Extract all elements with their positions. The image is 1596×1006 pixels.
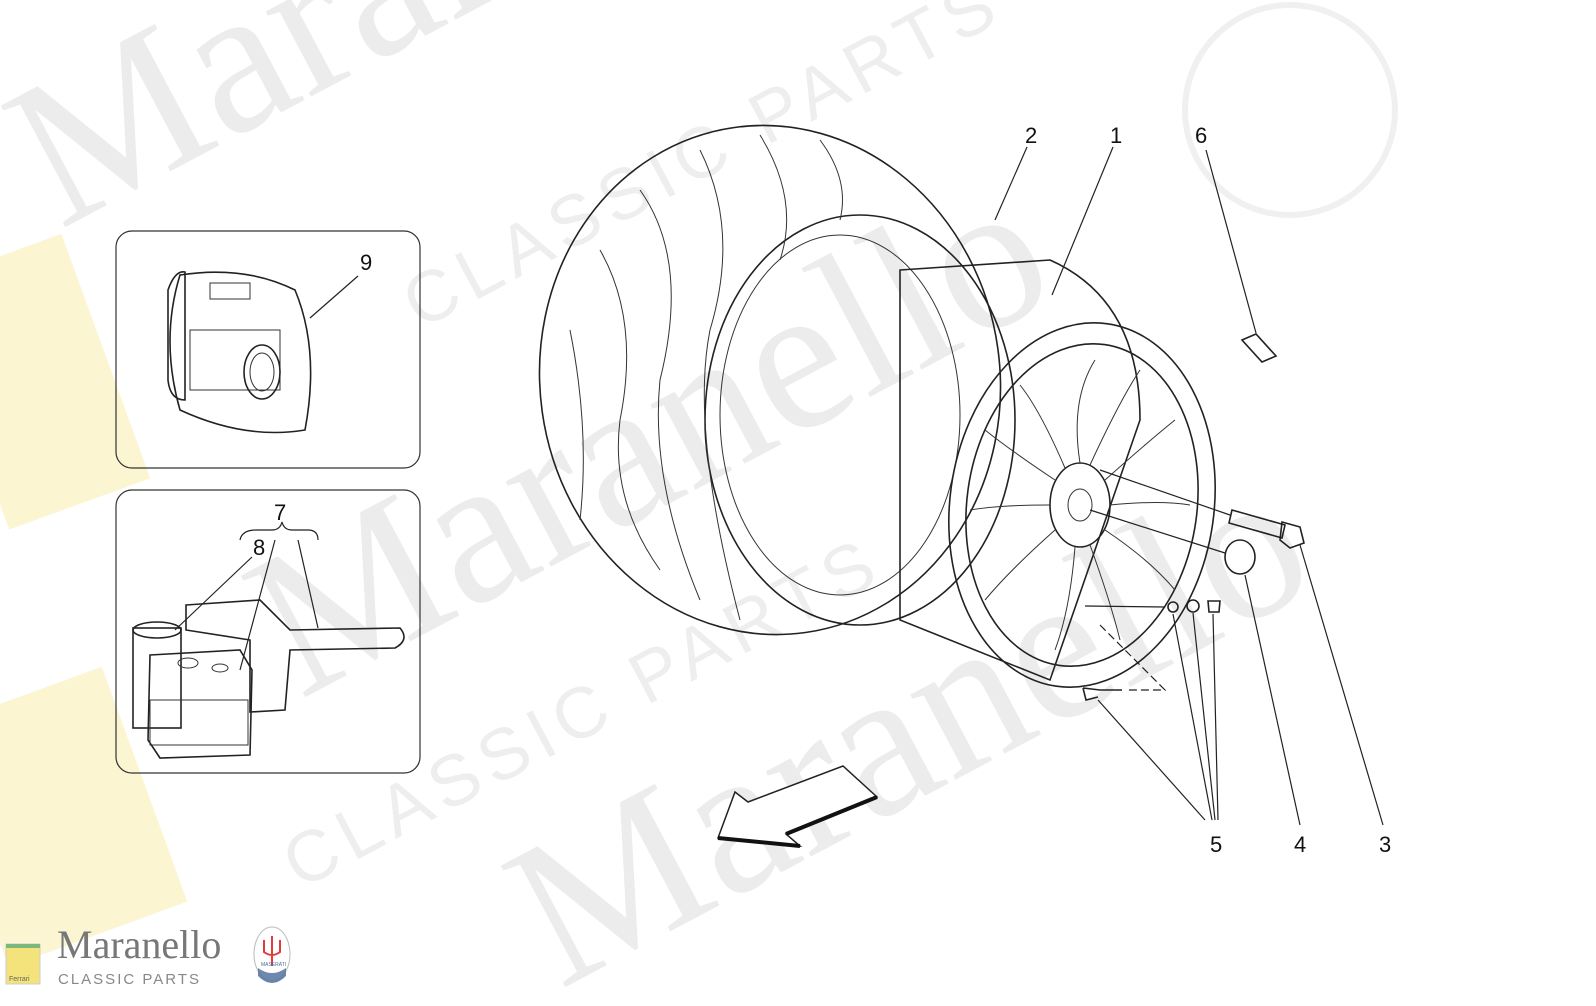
logo-tagline: CLASSIC PARTS xyxy=(58,971,201,988)
valve-parts[interactable] xyxy=(1082,599,1221,821)
wheel-rim[interactable] xyxy=(899,259,1238,705)
maranello-logo: Ferrari Maranello CLASSIC PARTS MASERATI xyxy=(5,922,291,988)
callout-1: 1 xyxy=(1110,123,1122,148)
balance-weight[interactable] xyxy=(1205,149,1278,363)
leader-4 xyxy=(1244,574,1301,826)
callout-6: 6 xyxy=(1195,123,1207,148)
watermark: Maranello CLASSIC PARTS Maranello CLASSI… xyxy=(0,0,1398,1006)
ferrari-badge-text: Ferrari xyxy=(9,976,30,983)
logo-name: Maranello xyxy=(57,922,221,967)
maserati-badge-text: MASERATI xyxy=(261,962,286,968)
callout-7: 7 xyxy=(274,500,286,525)
wheel-bolt[interactable] xyxy=(1099,469,1305,549)
callout-5: 5 xyxy=(1210,832,1222,857)
callout-4: 4 xyxy=(1294,832,1306,857)
inset-tyre-repair-kit-case[interactable]: 9 xyxy=(115,230,421,469)
inset-compressor-kit[interactable]: 7 8 xyxy=(115,489,421,774)
tyre[interactable] xyxy=(507,95,1034,664)
callout-2: 2 xyxy=(1025,123,1037,148)
callout-8: 8 xyxy=(253,535,265,560)
leader-3 xyxy=(1299,544,1384,826)
direction-arrow-icon xyxy=(716,765,879,848)
callout-3: 3 xyxy=(1379,832,1391,857)
maserati-watermark xyxy=(1182,2,1398,218)
callout-9: 9 xyxy=(360,250,372,275)
leader-1 xyxy=(1051,146,1114,296)
hub-cap[interactable] xyxy=(1089,509,1256,575)
leader-2 xyxy=(994,146,1028,221)
ferrari-watermark-shield xyxy=(0,233,151,530)
ferrari-watermark-shield xyxy=(0,666,188,967)
